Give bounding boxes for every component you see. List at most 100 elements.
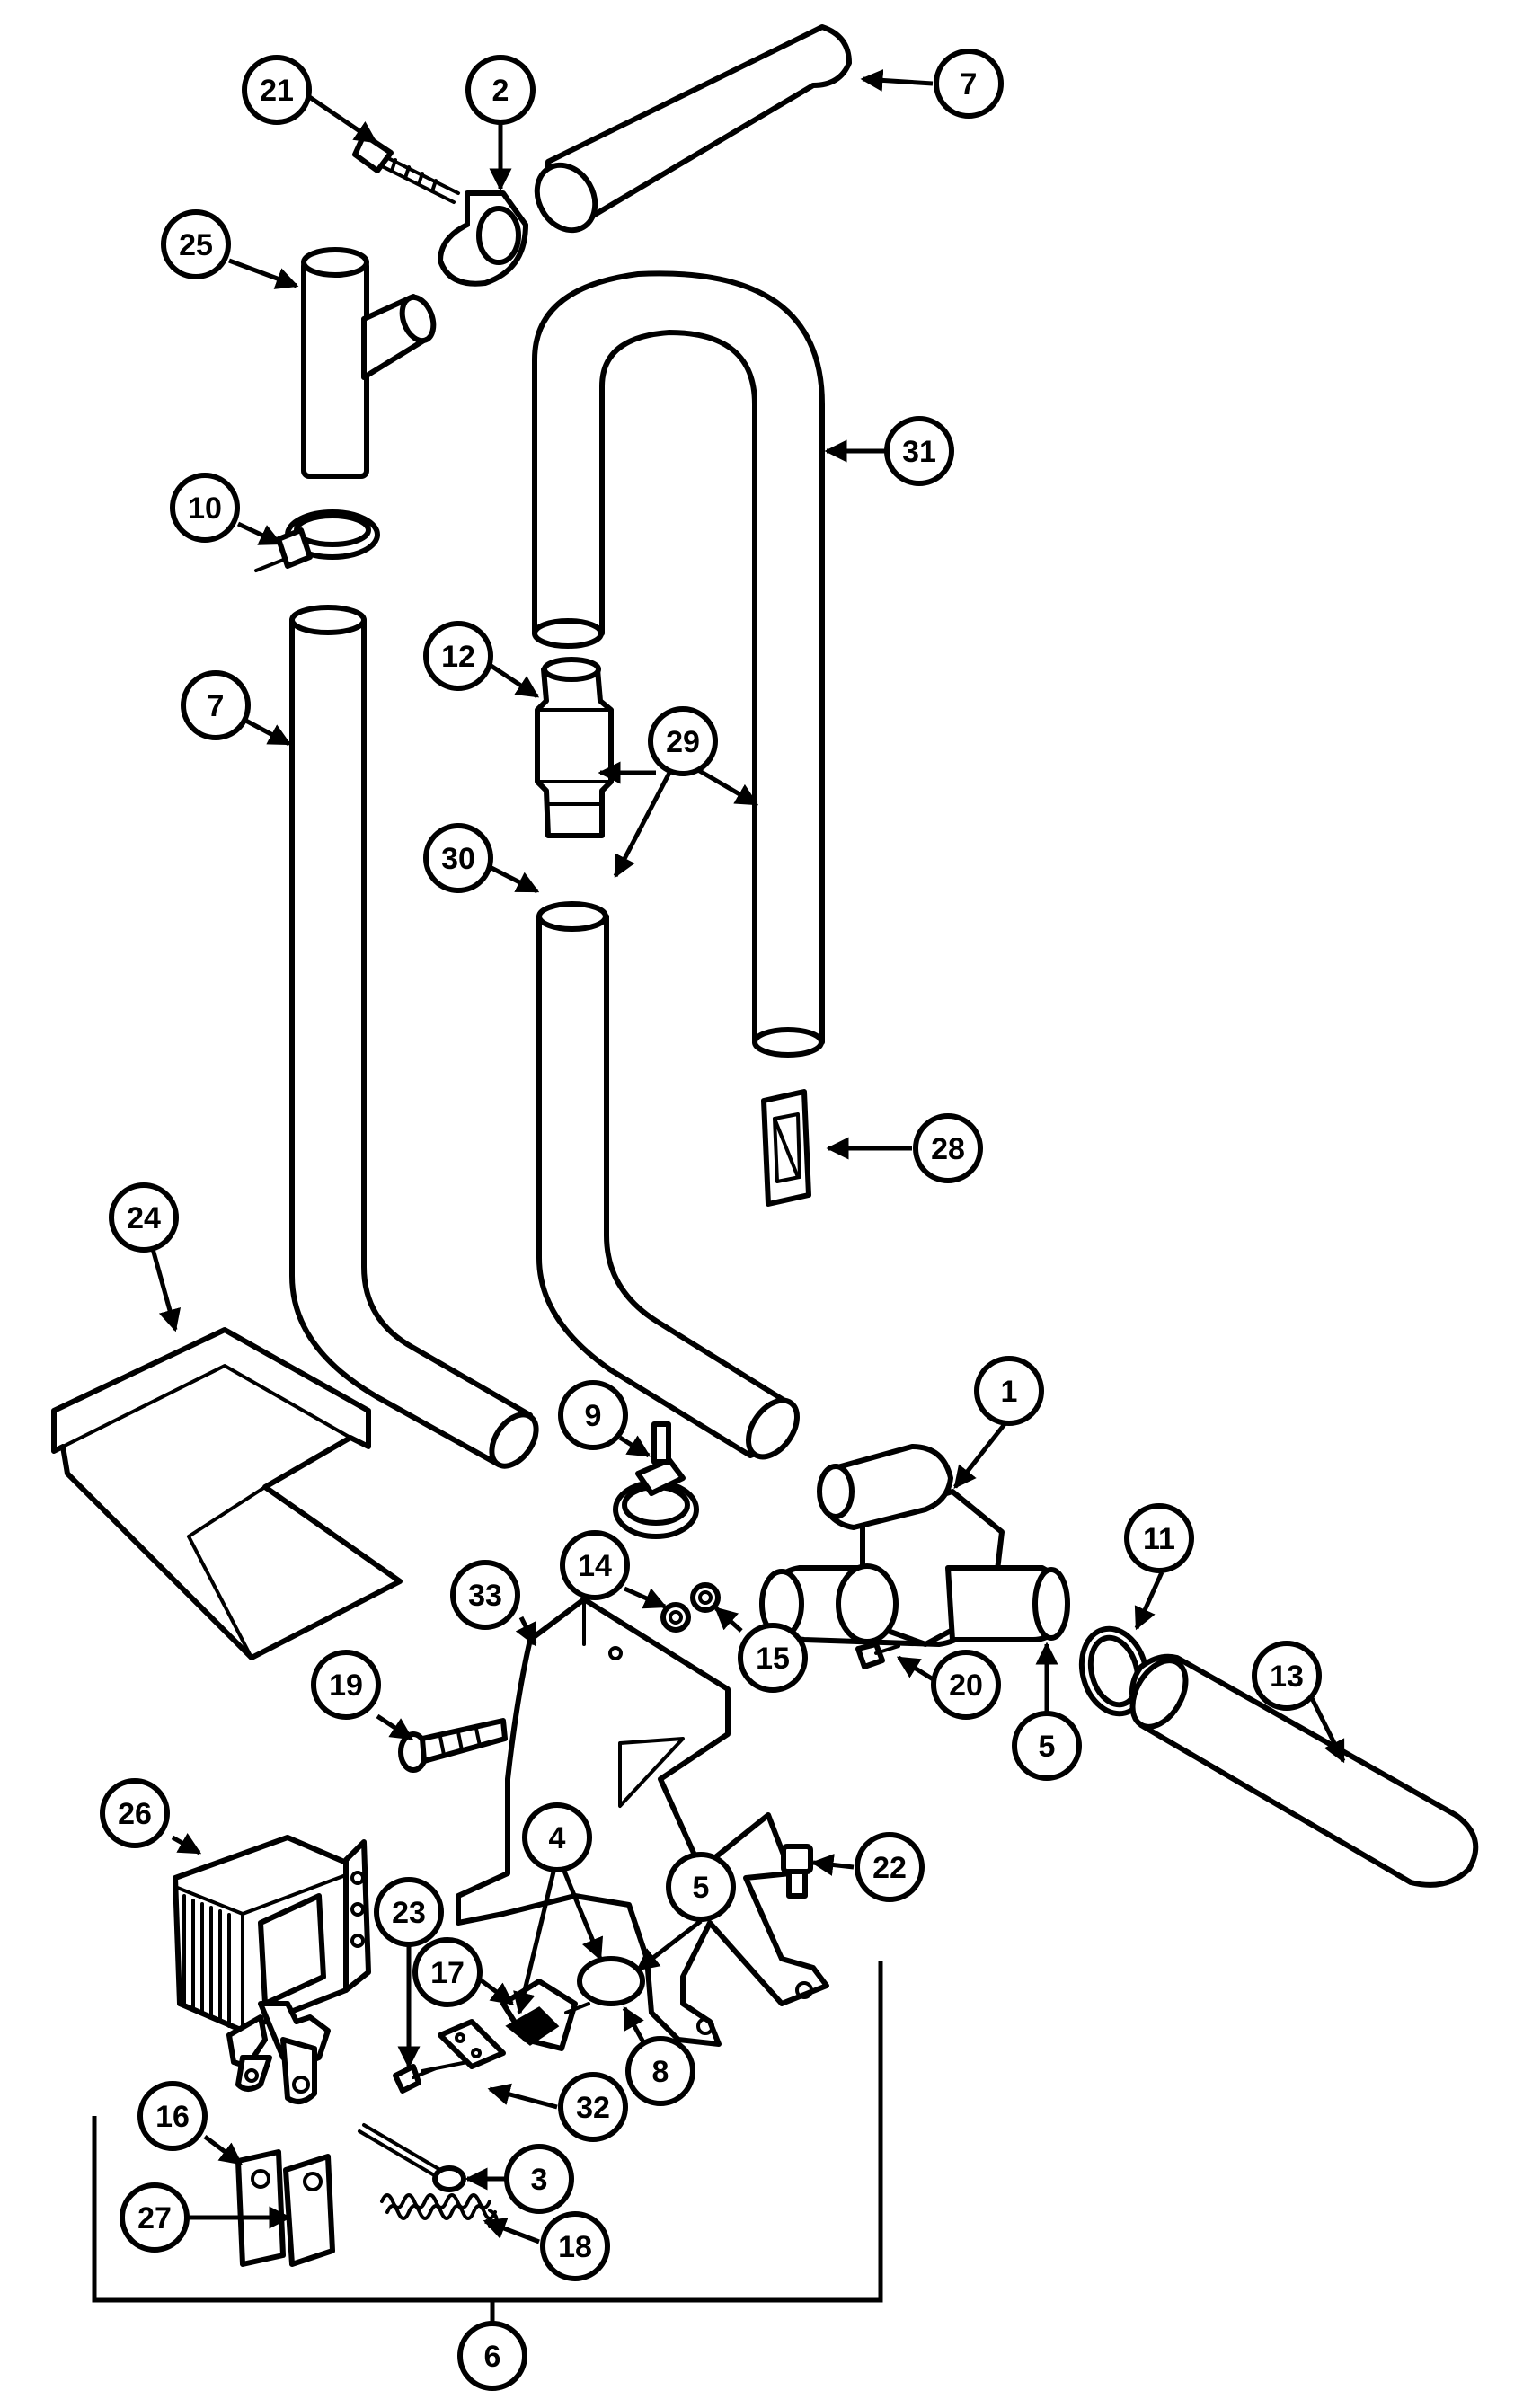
callout-28: 28	[913, 1113, 983, 1183]
callout-19: 19	[311, 1650, 381, 1720]
spring-part-18	[380, 2193, 499, 2228]
callout-7-top: 7	[934, 49, 1004, 119]
callout-33: 33	[450, 1560, 520, 1630]
pin-part-3	[358, 2123, 466, 2192]
svg-text:25: 25	[179, 228, 213, 262]
svg-text:10: 10	[188, 491, 222, 526]
svg-text:11: 11	[1143, 1522, 1175, 1556]
callout-20: 20	[931, 1650, 1001, 1720]
callout-15: 15	[738, 1623, 808, 1693]
assembly-bracket-line	[92, 1961, 883, 2303]
callout-12: 12	[423, 621, 493, 691]
svg-text:7: 7	[208, 689, 225, 723]
screw-part-23	[393, 2064, 438, 2094]
callout-9: 9	[558, 1380, 628, 1450]
callout-4: 4	[522, 1802, 592, 1872]
svg-text:21: 21	[260, 74, 294, 108]
plate-part-32	[421, 2019, 506, 2073]
tee-fitting-part-25	[301, 247, 437, 479]
svg-text:22: 22	[872, 1851, 907, 1885]
callout-25: 25	[161, 209, 231, 279]
svg-text:26: 26	[118, 1797, 152, 1831]
svg-text:6: 6	[484, 2340, 501, 2374]
svg-text:24: 24	[127, 1201, 161, 1235]
callout-30: 30	[423, 823, 493, 893]
svg-text:8: 8	[652, 2055, 669, 2089]
callout-14: 14	[560, 1530, 630, 1600]
callout-21: 21	[242, 55, 312, 125]
callout-5-switch: 5	[666, 1852, 736, 1922]
callout-2: 2	[465, 55, 536, 125]
callout-8: 8	[625, 2036, 695, 2106]
clamp-part-10	[254, 509, 380, 572]
svg-text:5: 5	[1039, 1730, 1056, 1764]
u-hose-part-31	[532, 270, 825, 1058]
link-part-16	[235, 2149, 286, 2267]
svg-text:3: 3	[531, 2163, 548, 2197]
washer-part-14	[660, 1602, 691, 1633]
callout-24: 24	[109, 1182, 179, 1253]
clamp-part-9	[613, 1421, 699, 1539]
svg-text:9: 9	[585, 1399, 602, 1433]
cover-part-24	[51, 1327, 403, 1660]
svg-text:19: 19	[329, 1669, 363, 1703]
callout-16: 16	[137, 2081, 208, 2151]
svg-text:1: 1	[1001, 1375, 1018, 1409]
hose-part-7-long	[289, 605, 539, 1469]
callout-18: 18	[540, 2211, 610, 2281]
svg-text:31: 31	[902, 435, 936, 469]
callout-31: 31	[884, 416, 954, 486]
callout-6: 6	[457, 2321, 527, 2391]
svg-text:15: 15	[756, 1642, 790, 1676]
switch-assembly-part-4	[500, 1956, 645, 2051]
bolt-part-21	[352, 132, 460, 204]
screw-part-19	[398, 1718, 508, 1773]
svg-text:18: 18	[558, 2230, 592, 2264]
svg-text:4: 4	[549, 1821, 566, 1855]
clamp-part-2	[438, 190, 528, 287]
svg-text:28: 28	[931, 1132, 965, 1166]
svg-text:30: 30	[441, 842, 475, 876]
callout-23: 23	[374, 1877, 444, 1947]
svg-text:32: 32	[576, 2091, 610, 2125]
washer-part-15	[690, 1582, 721, 1613]
svg-text:13: 13	[1270, 1660, 1304, 1694]
svg-text:17: 17	[430, 1956, 465, 1990]
svg-text:12: 12	[441, 640, 475, 674]
callout-3: 3	[504, 2144, 574, 2214]
clip-part-28	[761, 1089, 811, 1207]
callout-11: 11	[1124, 1503, 1194, 1573]
svg-text:33: 33	[468, 1579, 502, 1613]
callout-7-left: 7	[181, 670, 251, 740]
link-part-27	[283, 2154, 335, 2267]
svg-text:20: 20	[949, 1669, 983, 1703]
callout-17: 17	[412, 1937, 483, 2007]
callout-1: 1	[974, 1356, 1044, 1426]
callout-22: 22	[855, 1832, 925, 1902]
svg-text:2: 2	[492, 74, 509, 108]
hose-part-13	[1129, 1653, 1479, 1888]
callout-27: 27	[120, 2182, 190, 2253]
svg-text:14: 14	[578, 1549, 612, 1583]
solenoid-part-26	[173, 1835, 371, 2104]
connector-part-12	[535, 657, 614, 838]
hose-part-7-top	[534, 24, 852, 234]
svg-text:16: 16	[155, 2100, 190, 2134]
screw-part-20	[855, 1642, 900, 1669]
screw-part-22	[781, 1844, 813, 1899]
svg-text:7: 7	[961, 67, 978, 102]
svg-text:29: 29	[666, 725, 700, 759]
svg-text:27: 27	[137, 2201, 172, 2235]
callout-32: 32	[558, 2072, 628, 2142]
callout-5-valve: 5	[1012, 1711, 1082, 1781]
svg-text:5: 5	[693, 1871, 710, 1905]
hose-part-30	[536, 901, 800, 1460]
callout-29: 29	[648, 706, 718, 776]
callout-26: 26	[100, 1778, 170, 1848]
callout-13: 13	[1252, 1641, 1322, 1711]
svg-text:23: 23	[392, 1896, 426, 1930]
callout-10: 10	[170, 473, 240, 543]
leader-lines	[150, 68, 1346, 2244]
